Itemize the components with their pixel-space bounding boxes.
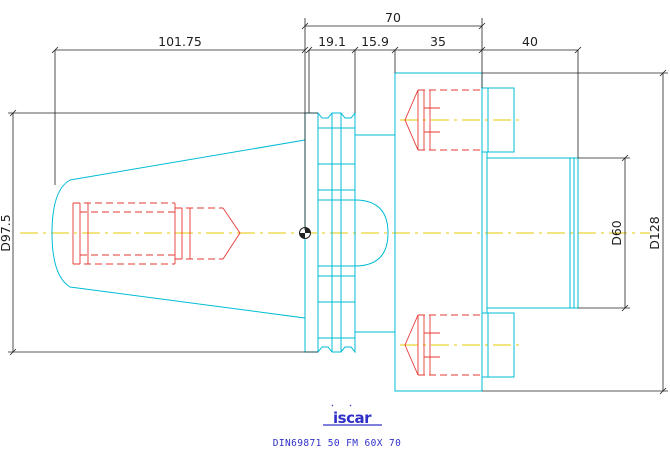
dim-flange-diameter: D128	[647, 216, 662, 250]
taper-bore-sections	[72, 203, 191, 264]
flange-body	[394, 72, 483, 392]
taper-body	[51, 139, 306, 319]
pilot-step	[482, 151, 488, 314]
dim-flange-width: 35	[430, 34, 446, 49]
dimension-labels: 70 101.75 19.1 15.9 35 40 D97.5 D60 D128	[0, 10, 662, 252]
dimension-lines	[8, 18, 668, 395]
gauge-point-symbol	[299, 227, 311, 239]
dimension-ticks	[9, 22, 667, 395]
lower-bolt-detail	[404, 314, 440, 376]
dim-taper-diameter: D97.5	[0, 214, 13, 251]
v-flange-top	[305, 111, 395, 136]
dim-pilot-length: 40	[522, 34, 538, 49]
v-flange-lines	[317, 113, 356, 352]
dim-segment-1: 19.1	[318, 34, 346, 49]
flange-bore-lines	[318, 189, 355, 277]
dim-taper-length: 101.75	[158, 34, 202, 49]
dim-pilot-diameter: D60	[609, 220, 624, 246]
dim-segment-2: 15.9	[361, 34, 389, 49]
v-flange-bottom	[305, 331, 395, 354]
hidden-features	[72, 89, 482, 376]
flange-detail-lines	[318, 127, 355, 339]
taper-bore-hidden	[73, 202, 223, 265]
vertical-extension-lines	[8, 72, 668, 392]
taper-bore-tip	[222, 207, 241, 260]
lower-bolt-head	[481, 312, 515, 378]
brand-logo: iscar	[323, 404, 382, 427]
pilot-chamfer	[570, 157, 579, 309]
horizontal-extension-lines	[54, 18, 579, 230]
dim-overall-length: 70	[385, 10, 401, 25]
upper-bolt-detail	[404, 89, 440, 151]
upper-bolt-head	[481, 87, 515, 153]
drawing-caption: DIN69871 50 FM 60X 70	[273, 438, 402, 449]
centerlines	[20, 119, 650, 346]
part-outline	[51, 72, 579, 392]
iscar-logo-text: iscar	[333, 409, 372, 427]
key-slot-arc	[354, 199, 389, 267]
